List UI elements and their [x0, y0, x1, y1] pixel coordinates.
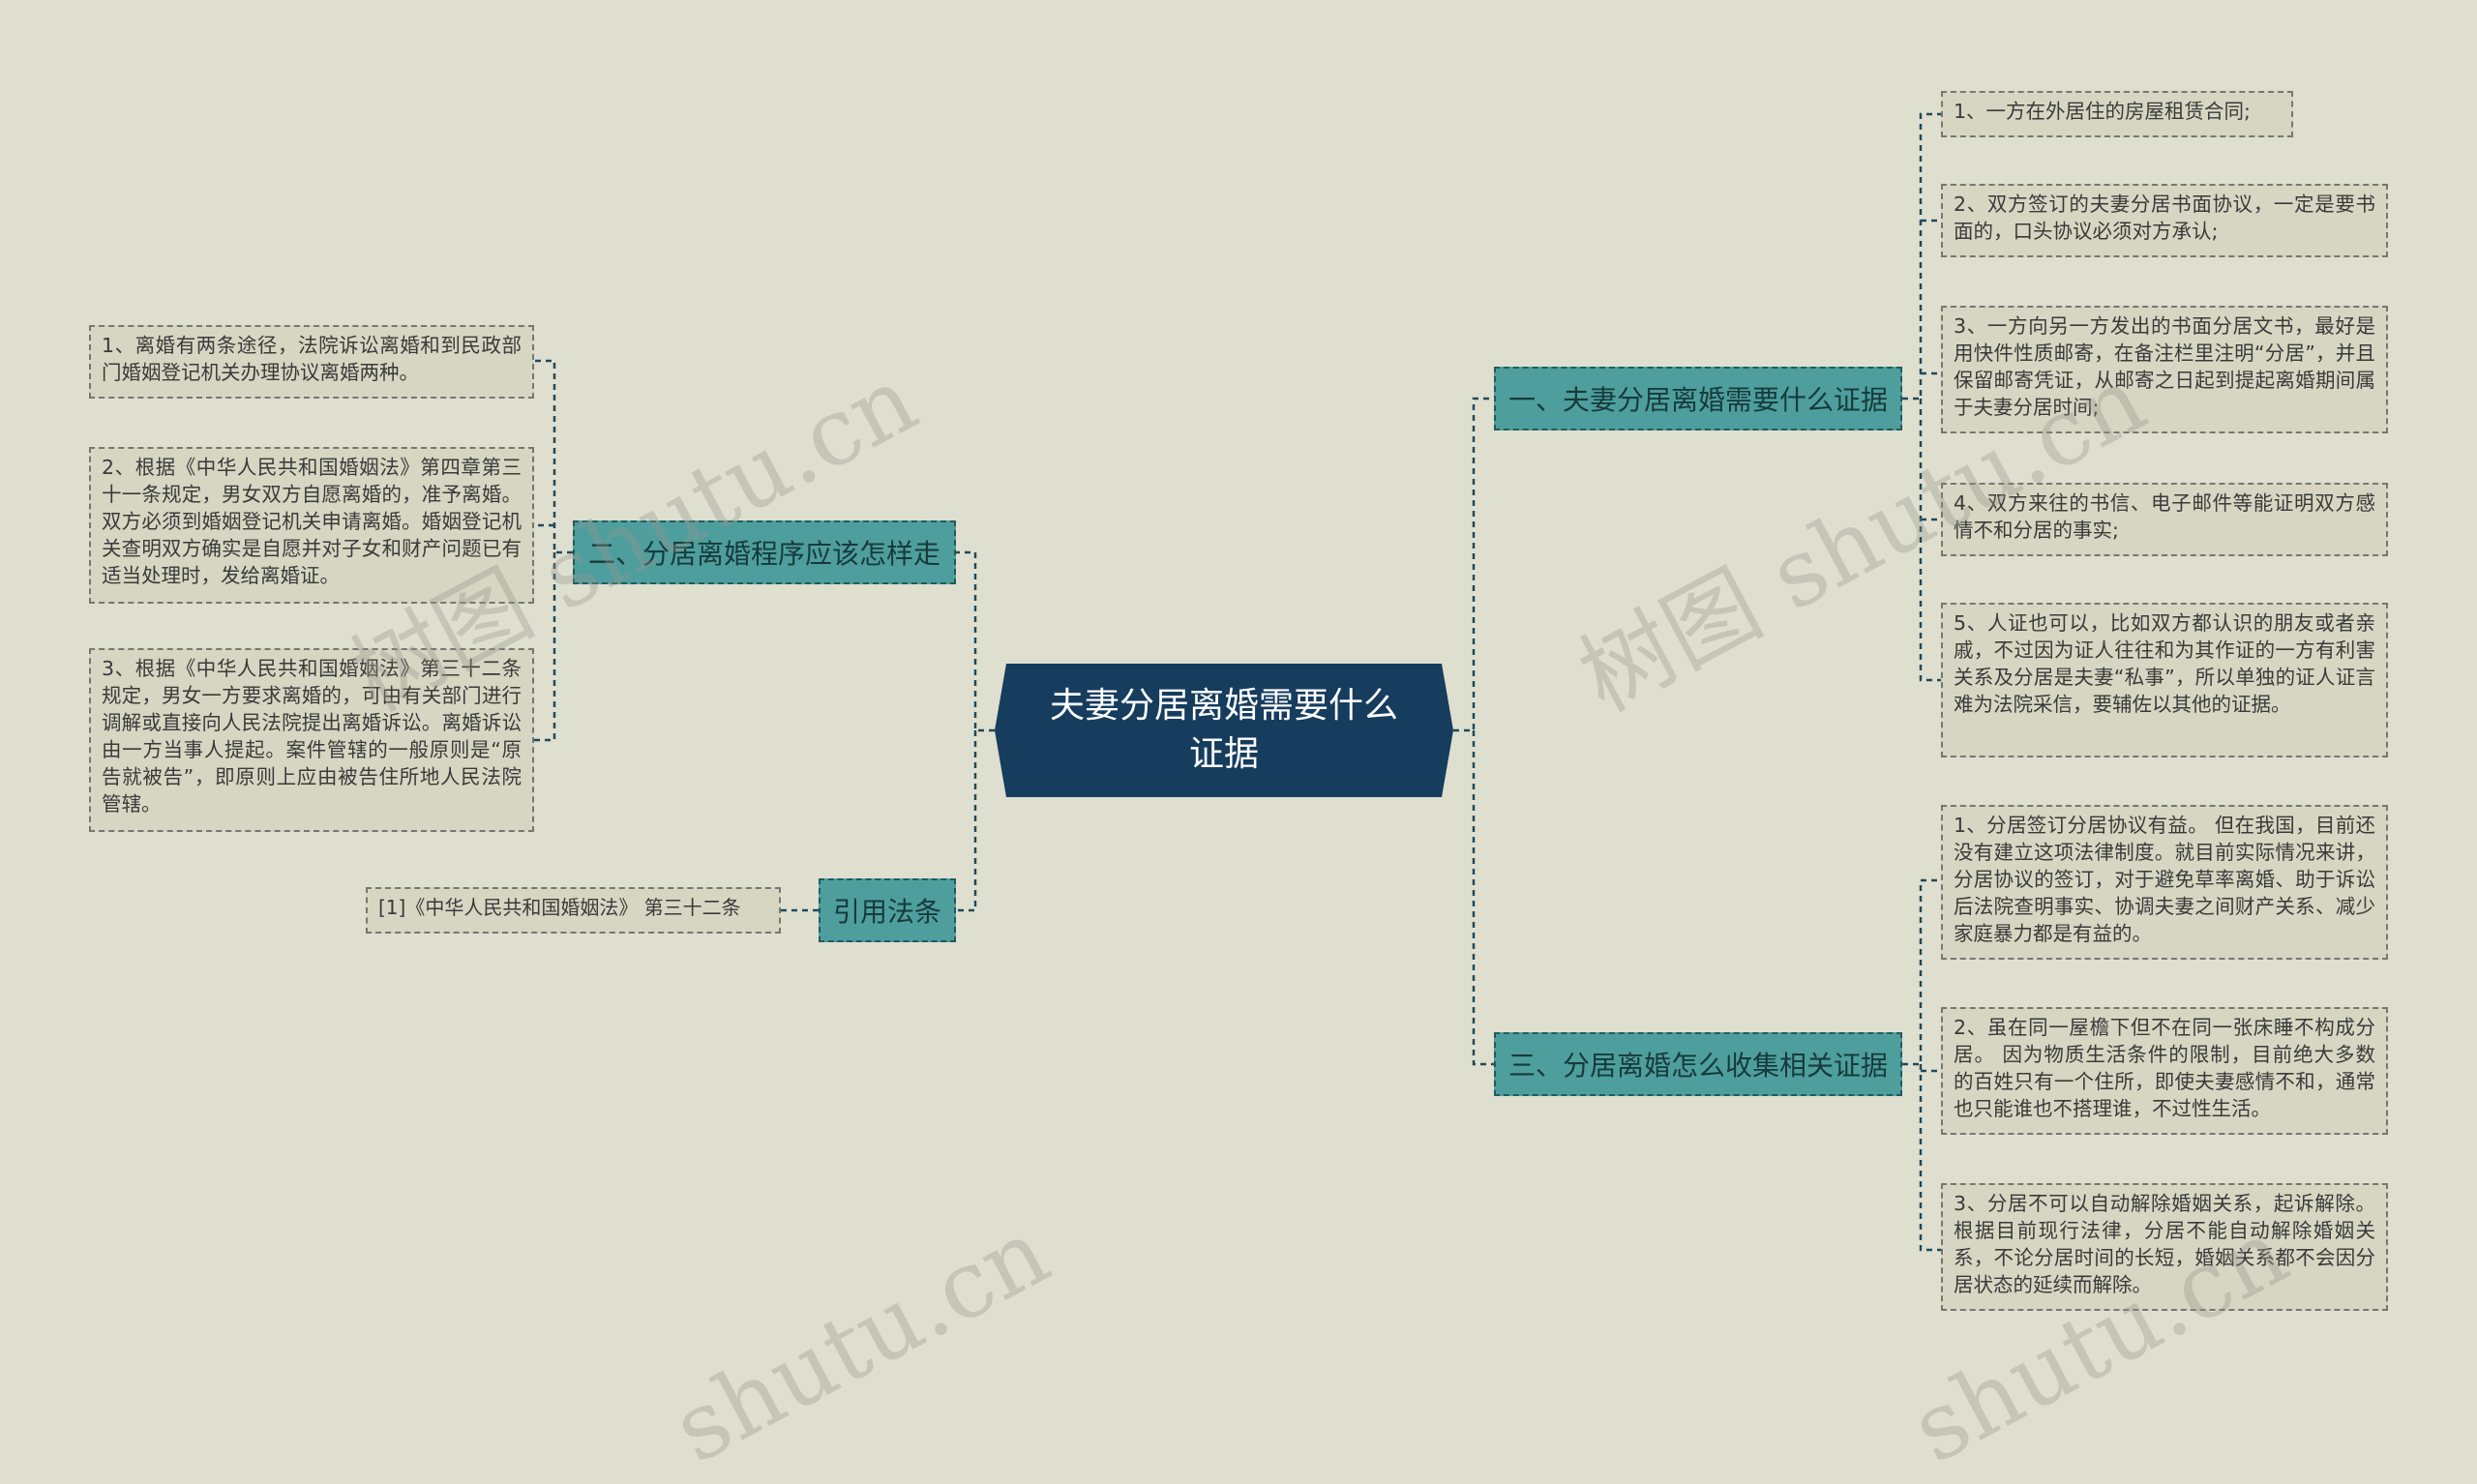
connector-branch-2-leaves [534, 359, 573, 742]
central-topic-label: 夫妻分居离婚需要什么证据 [1049, 686, 1398, 774]
leaf-procedure-1[interactable]: 1、离婚有两条途径，法院诉讼离婚和到民政部门婚姻登记机关办理协议离婚两种。 [89, 325, 534, 399]
branch-divorce-procedure[interactable]: 二、分居离婚程序应该怎样走 [573, 520, 956, 584]
connector-branch-1-leaves [1902, 112, 1941, 682]
leaf-procedure-2[interactable]: 2、根据《中华人民共和国婚姻法》第四章第三十一条规定，男女双方自愿离婚的，准予离… [89, 447, 534, 604]
branch-cited-law[interactable]: 引用法条 [819, 878, 956, 942]
leaf-collect-3[interactable]: 3、分居不可以自动解除婚姻关系，起诉解除。 根据目前现行法律，分居不能自动解除婚… [1941, 1183, 2388, 1311]
leaf-evidence-1[interactable]: 1、一方在外居住的房屋租赁合同; [1941, 91, 2293, 137]
leaf-collect-1[interactable]: 1、分居签订分居协议有益。 但在我国，目前还没有建立这项法律制度。就目前实际情况… [1941, 805, 2388, 960]
leaf-procedure-3[interactable]: 3、根据《中华人民共和国婚姻法》第三十二条规定，男女一方要求离婚的，可由有关部门… [89, 648, 534, 832]
central-topic[interactable]: 夫妻分居离婚需要什么证据 [995, 664, 1453, 797]
leaf-collect-2[interactable]: 2、虽在同一屋檐下但不在同一张床睡不构成分居。 因为物质生活条件的限制，目前绝大… [1941, 1007, 2388, 1135]
branch-evidence-needed[interactable]: 一、夫妻分居离婚需要什么证据 [1494, 367, 1902, 430]
leaf-evidence-3[interactable]: 3、一方向另一方发出的书面分居文书，最好是用快件性质邮寄，在备注栏里注明“分居”… [1941, 306, 2388, 433]
connector-lines [534, 112, 1941, 1252]
branch-collect-evidence[interactable]: 三、分居离婚怎么收集相关证据 [1494, 1032, 1902, 1096]
connector-central-to-branch-2 [956, 550, 995, 732]
mind-map-canvas: 夫妻分居离婚需要什么证据 一、夫妻分居离婚需要什么证据 1、一方在外居住的房屋租… [89, 91, 2388, 1484]
connector-central-to-branch-3 [1472, 730, 1494, 1066]
leaf-evidence-2[interactable]: 2、双方签订的夫妻分居书面协议，一定是要书面的，口头协议必须对方承认; [1941, 184, 2388, 257]
leaf-evidence-5[interactable]: 5、人证也可以，比如双方都认识的朋友或者亲戚，不过因为证人往往和为其作证的一方有… [1941, 603, 2388, 757]
branch-label: 二、分居离婚程序应该怎样走 [587, 538, 940, 570]
leaf-evidence-4[interactable]: 4、双方来往的书信、电子邮件等能证明双方感情不和分居的事实; [1941, 483, 2388, 556]
connector-branch-3-leaves [1902, 878, 1941, 1252]
leaf-cited-law-1[interactable]: [1]《中华人民共和国婚姻法》 第三十二条 [366, 887, 781, 934]
branch-label: 一、夫妻分居离婚需要什么证据 [1507, 384, 1888, 416]
connector-central-to-branch-4 [956, 730, 977, 912]
connector-central-to-branch-1 [1453, 397, 1494, 732]
branch-label: 三、分居离婚怎么收集相关证据 [1507, 1050, 1888, 1082]
branch-label: 引用法条 [832, 896, 941, 928]
